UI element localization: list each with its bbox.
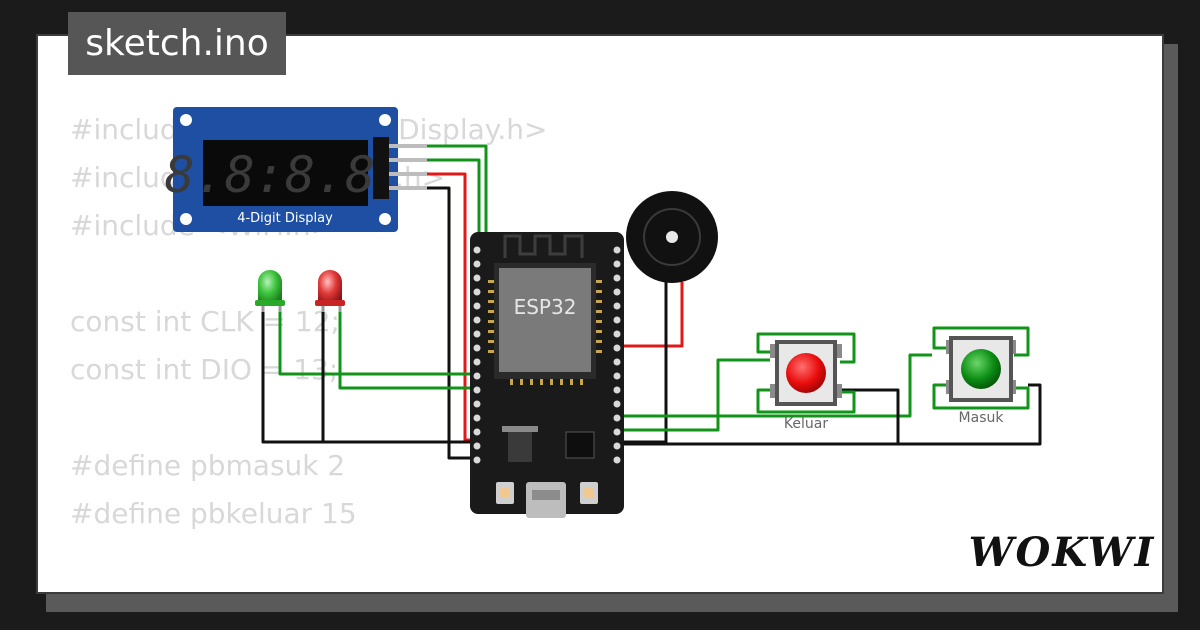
led-body xyxy=(258,270,282,304)
code-line: #define pbmasuk 2 xyxy=(70,449,346,482)
wire-buzzer-gnd xyxy=(614,282,668,444)
wire-keluar-loop-top xyxy=(756,332,856,364)
wire-led-green xyxy=(278,305,479,376)
esp32-pins-right xyxy=(613,246,621,464)
esp32-regulator-tab xyxy=(502,426,538,432)
display-pin xyxy=(389,144,427,148)
display-pin xyxy=(389,186,427,190)
button-leg xyxy=(836,384,842,398)
esp32-usb-slot xyxy=(532,490,560,500)
display-pin xyxy=(389,172,427,176)
button-leg xyxy=(770,384,776,398)
led-red[interactable] xyxy=(315,270,345,312)
esp32-usb-chip xyxy=(565,431,595,459)
code-line: const int DIO = 13; xyxy=(70,353,339,386)
button-label-keluar: Keluar xyxy=(784,416,828,432)
esp32-antenna xyxy=(503,234,584,258)
esp32-regulator xyxy=(508,430,532,462)
led-rim xyxy=(255,300,285,306)
buzzer-hole xyxy=(666,231,678,243)
display-screen xyxy=(203,140,368,206)
mount-hole xyxy=(180,114,192,126)
wire-button-gnd xyxy=(614,383,1042,446)
display-pin xyxy=(389,158,427,162)
module-pads xyxy=(488,280,602,385)
code-line: const int CLK = 12; xyxy=(70,305,340,338)
wire-button-keluar xyxy=(614,358,770,432)
display-label: 4-Digit Display xyxy=(237,211,333,226)
led-body xyxy=(318,270,342,304)
wire-buzzer-signal xyxy=(614,282,684,348)
button-cap-green xyxy=(961,349,1001,389)
wire-display-gnd xyxy=(427,186,479,460)
four-digit-display[interactable]: 8.8:8.8. 4-Digit Display xyxy=(165,107,427,232)
wire-button-masuk xyxy=(614,353,932,418)
esp32-label: ESP32 xyxy=(514,295,577,319)
button-label-masuk: Masuk xyxy=(959,410,1005,426)
buzzer[interactable] xyxy=(626,191,718,283)
wire-keluar-loop-bottom xyxy=(756,388,856,414)
push-button-keluar[interactable]: Keluar xyxy=(770,340,842,432)
esp32-board[interactable]: ESP32 xyxy=(470,232,624,518)
file-name-tab[interactable]: sketch.ino xyxy=(68,12,286,75)
wire-masuk-loop-bottom xyxy=(932,383,1030,410)
display-digits: 8.8:8.8. xyxy=(165,146,406,204)
wire-led-red xyxy=(338,305,479,390)
esp32-button-cap xyxy=(584,488,594,498)
wire-masuk-loop-top xyxy=(932,326,1030,357)
mount-hole xyxy=(180,213,192,225)
wokwi-logo: WOKWI xyxy=(969,529,1156,576)
led-green[interactable] xyxy=(255,270,285,312)
wire-led-green-gnd xyxy=(261,305,479,444)
code-line: #define pbkeluar 15 xyxy=(70,497,357,530)
mount-hole xyxy=(379,114,391,126)
esp32-shield xyxy=(499,268,591,372)
led-rim xyxy=(315,300,345,306)
esp32-button-cap xyxy=(500,488,510,498)
esp32-pins-left xyxy=(473,246,481,464)
push-button-masuk[interactable]: Masuk xyxy=(946,336,1016,426)
display-header xyxy=(373,137,389,199)
button-leg xyxy=(770,344,776,358)
mount-hole xyxy=(379,213,391,225)
button-cap-red xyxy=(786,353,826,393)
wire-button-gnd-2 xyxy=(840,388,900,444)
buzzer-ring xyxy=(643,208,701,266)
button-leg xyxy=(836,344,842,358)
